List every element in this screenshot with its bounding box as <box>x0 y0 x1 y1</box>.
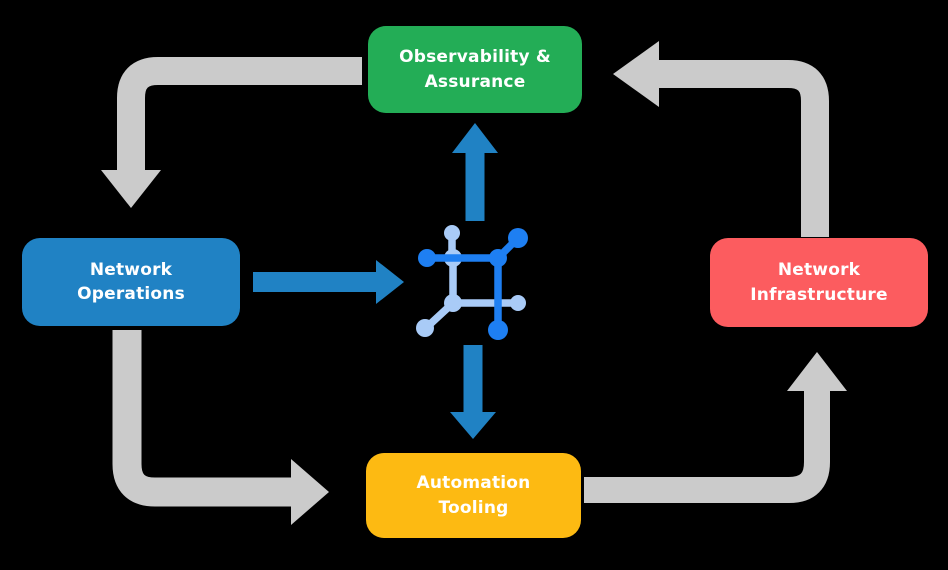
arrow-operations-to-center <box>253 260 404 304</box>
node-label-line: Infrastructure <box>750 284 888 305</box>
arrow-center-to-automation <box>450 345 496 439</box>
node-label-line: Operations <box>77 284 185 304</box>
node-label-line: Tooling <box>438 497 509 518</box>
node-automation-tooling: Automation Tooling <box>366 453 581 538</box>
node-label-line: Network <box>89 259 173 280</box>
network-mesh-icon <box>416 225 528 340</box>
node-label-line: Automation <box>416 473 531 494</box>
node-label-line: Network <box>777 260 861 281</box>
arrow-operations-to-automation <box>112 330 329 525</box>
node-network-operations: Network Operations <box>22 238 240 326</box>
arrow-observability-to-operations <box>101 57 362 208</box>
arrow-infrastructure-to-observability <box>613 41 829 237</box>
arrow-automation-to-infrastructure <box>584 352 847 503</box>
node-observability-assurance: Observability & Assurance <box>368 26 582 113</box>
arrow-center-to-observability <box>452 123 498 221</box>
node-label-line: Assurance <box>424 71 526 92</box>
node-label-line: Observability & <box>399 47 551 68</box>
node-network-infrastructure: Network Infrastructure <box>710 238 928 327</box>
